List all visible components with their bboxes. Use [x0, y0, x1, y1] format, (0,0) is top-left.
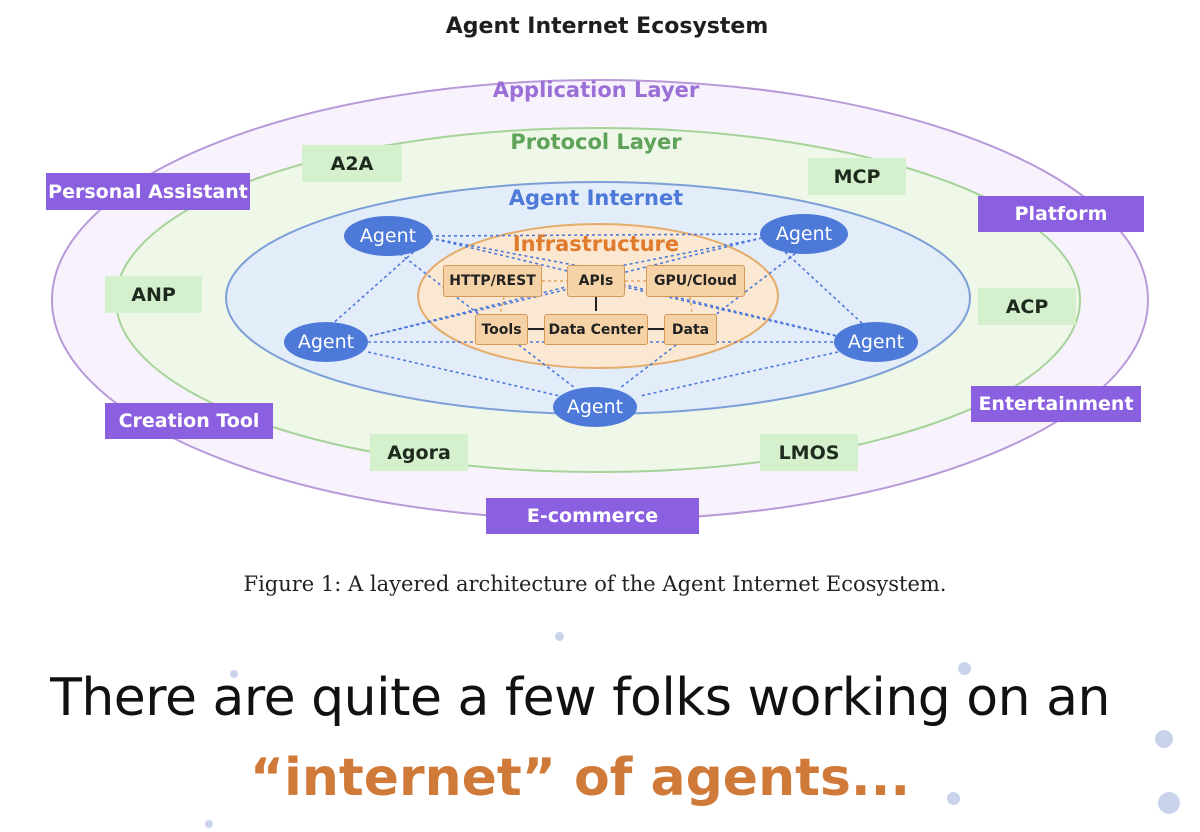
- infra-gpu-cloud: GPU/Cloud: [646, 265, 745, 297]
- infra-http-rest: HTTP/REST: [443, 265, 542, 297]
- infra-tools: Tools: [475, 314, 528, 345]
- infrastructure-dotted-links: [499, 280, 693, 315]
- decorative-dot: [555, 632, 564, 641]
- decorative-dot: [1155, 730, 1173, 748]
- agent-node: Agent: [344, 216, 432, 256]
- app-creation-tool: Creation Tool: [105, 403, 273, 439]
- figure-caption: Figure 1: A layered architecture of the …: [243, 572, 947, 596]
- infrastructure-title: Infrastructure: [512, 232, 680, 256]
- decorative-dot: [947, 792, 960, 805]
- protocol-lmos: LMOS: [760, 434, 858, 471]
- headline-line-2: “internet” of agents...: [249, 748, 911, 808]
- agent-connections: [329, 233, 866, 397]
- infra-apis: APIs: [567, 265, 625, 297]
- headline-line-1: There are quite a few folks working on a…: [50, 668, 1110, 728]
- protocol-mcp: MCP: [808, 158, 906, 195]
- decorative-dot: [230, 670, 238, 678]
- protocol-layer-title: Protocol Layer: [510, 130, 682, 154]
- agent-node: Agent: [760, 214, 848, 254]
- infrastructure-links: [528, 297, 664, 330]
- decorative-dot: [1158, 792, 1180, 814]
- protocol-agora: Agora: [370, 434, 468, 471]
- diagram-title: Agent Internet Ecosystem: [445, 14, 769, 39]
- protocol-anp: ANP: [105, 276, 202, 313]
- app-personal-assistant: Personal Assistant: [46, 173, 250, 210]
- application-layer-title: Application Layer: [492, 78, 700, 102]
- protocol-a2a: A2A: [302, 145, 402, 182]
- infra-data-center: Data Center: [544, 314, 648, 345]
- infra-data: Data: [664, 314, 717, 345]
- agent-node: Agent: [284, 322, 368, 362]
- decorative-dot: [958, 662, 971, 675]
- protocol-acp: ACP: [978, 288, 1076, 325]
- app-entertainment: Entertainment: [971, 386, 1141, 422]
- app-platform: Platform: [978, 196, 1144, 232]
- agent-node: Agent: [553, 387, 637, 427]
- agent-node: Agent: [834, 322, 918, 362]
- app-e-commerce: E-commerce: [486, 498, 699, 534]
- agent-internet-title: Agent Internet: [508, 186, 684, 210]
- decorative-dot: [205, 820, 213, 828]
